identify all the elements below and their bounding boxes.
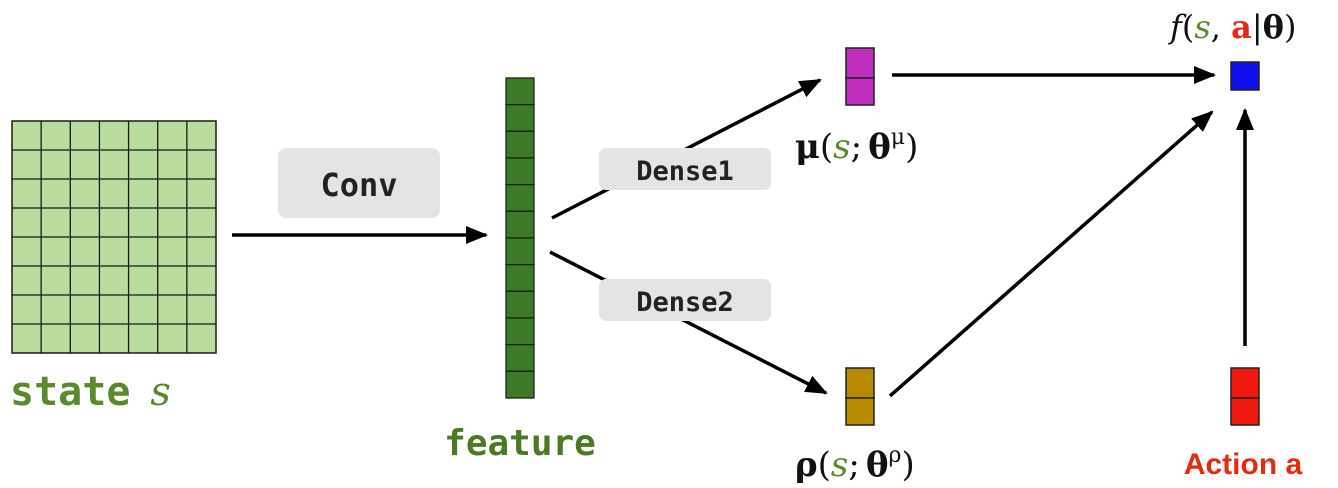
rho-s: s (831, 445, 848, 485)
action-label: Action a (1184, 448, 1303, 481)
output-node (1230, 61, 1260, 91)
mu-s: s (833, 127, 850, 167)
feature-cell (505, 77, 535, 106)
rho-func: ρ (795, 445, 818, 485)
feature-cell (505, 210, 535, 239)
mu-func: μ (795, 127, 820, 167)
action-vector (1230, 367, 1260, 426)
feature-cell (505, 344, 535, 372)
dense1-label: Dense1 (636, 156, 734, 187)
feature-label: feature (444, 423, 596, 464)
mu-vector (845, 47, 875, 106)
arrow-feature-to-rho (549, 250, 828, 395)
mu-sep: ; (851, 127, 862, 167)
conv-label: Conv (320, 166, 397, 204)
output-label: f(s, a|θ) (1168, 8, 1296, 46)
dense2-label: Dense2 (636, 287, 734, 318)
rho-vector (845, 367, 875, 426)
state-symbol: s (150, 369, 171, 415)
output-theta: θ (1263, 8, 1284, 46)
rho-theta: θ (866, 445, 889, 485)
output-s: s (1194, 8, 1210, 46)
state-label-text: state (10, 369, 130, 415)
arrow-rho-to-f (888, 110, 1214, 398)
feature-cell (505, 157, 535, 186)
feature-cell (505, 237, 535, 266)
mu-theta: θ (868, 127, 891, 167)
rho-label: ρ(s;θρ) (795, 443, 915, 485)
state-grid (11, 120, 217, 354)
mu-label: μ(s;θμ) (795, 125, 918, 167)
rho-sep: ; (848, 445, 859, 485)
rho-sup: ρ (889, 443, 902, 468)
feature-cell (505, 104, 535, 132)
output-a: a (1231, 8, 1252, 46)
feature-cell (505, 184, 535, 212)
feature-column (505, 77, 535, 399)
feature-cell (505, 370, 535, 399)
feature-cell (505, 264, 535, 292)
dense1-label-box: Dense1 (599, 148, 771, 190)
feature-cell (505, 317, 535, 346)
conv-label-box: Conv (278, 148, 440, 218)
dense2-label-box: Dense2 (599, 279, 771, 321)
mu-sup: μ (891, 125, 905, 150)
feature-cell (505, 130, 535, 159)
feature-cell (505, 290, 535, 319)
